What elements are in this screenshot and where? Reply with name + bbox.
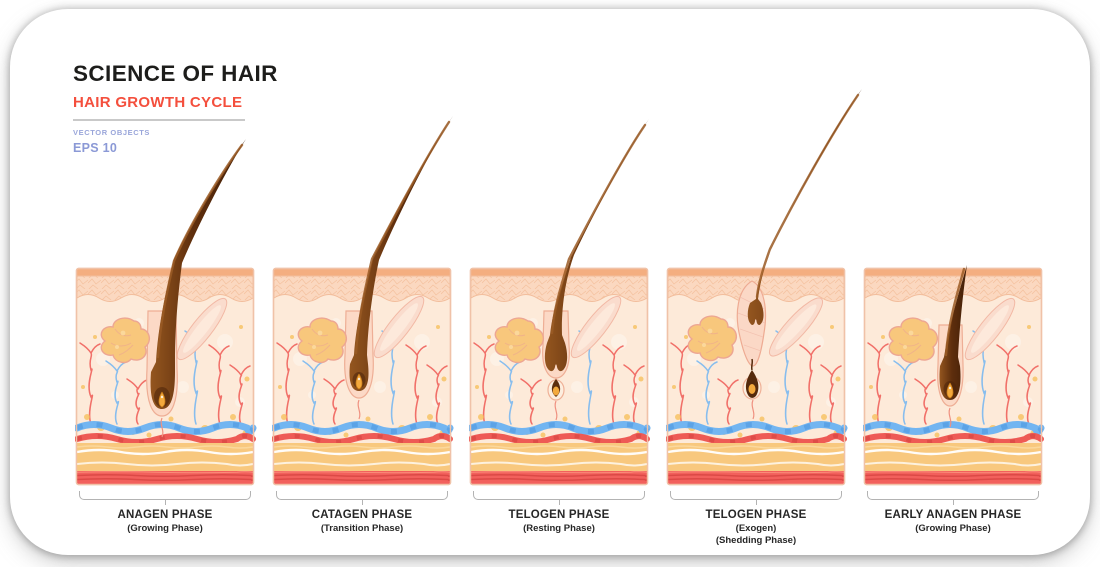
phase-subtitle: (Growing Phase) [915, 523, 991, 534]
skin-illustration [666, 89, 862, 487]
phase-panels-row: ANAGEN PHASE (Growing Phase) CATAGEN PHA… [75, 89, 1045, 546]
phase-subtitle: (Resting Phase) [523, 523, 595, 534]
illustration-card: SCIENCE OF HAIR HAIR GROWTH CYCLE VECTOR… [10, 9, 1090, 555]
phase-subtitle: (Growing Phase) [127, 523, 203, 534]
byline-eps: EPS 10 [73, 141, 118, 155]
panel-bracket [473, 491, 645, 505]
phase-panel-telogen: TELOGEN PHASE (Resting Phase) [469, 119, 651, 546]
phase-label: EARLY ANAGEN PHASE (Growing Phase) [863, 509, 1043, 534]
phase-label: TELOGEN PHASE (Exogen) (Shedding Phase) [666, 509, 846, 546]
phase-subtitle: (Transition Phase) [320, 523, 404, 534]
phase-panel-exogen: TELOGEN PHASE (Exogen) (Shedding Phase) [666, 89, 862, 546]
phase-name: ANAGEN PHASE [117, 509, 213, 521]
phase-label: CATAGEN PHASE (Transition Phase) [272, 509, 452, 534]
phase-panel-early-anagen: EARLY ANAGEN PHASE (Growing Phase) [863, 265, 1045, 546]
phase-panel-catagen: CATAGEN PHASE (Transition Phase) [272, 116, 454, 546]
panel-bracket [276, 491, 448, 505]
panel-bracket [670, 491, 842, 505]
phase-name: CATAGEN PHASE [311, 509, 413, 521]
page-subtitle: HAIR GROWTH CYCLE [73, 94, 243, 111]
skin-illustration [75, 139, 257, 487]
panel-bracket [867, 491, 1039, 505]
skin-illustration [272, 116, 454, 487]
phase-subtitle: (Exogen) [735, 523, 777, 534]
skin-cross-section-graphic [863, 265, 1045, 486]
phase-label: TELOGEN PHASE (Resting Phase) [469, 509, 649, 534]
header-divider [73, 119, 245, 121]
skin-illustration [469, 119, 651, 487]
phase-name: TELOGEN PHASE [705, 509, 807, 521]
phase-panel-anagen: ANAGEN PHASE (Growing Phase) [75, 139, 257, 546]
phase-name: EARLY ANAGEN PHASE [884, 509, 1022, 521]
phase-name: TELOGEN PHASE [508, 509, 610, 521]
phase-subtitle-2: (Shedding Phase) [715, 535, 797, 546]
header: SCIENCE OF HAIR HAIR GROWTH CYCLE VECTOR… [73, 61, 278, 155]
skin-illustration [863, 265, 1045, 487]
panel-bracket [79, 491, 251, 505]
byline-vector-objects: VECTOR OBJECTS [73, 128, 151, 137]
page-title: SCIENCE OF HAIR [73, 61, 278, 86]
phase-label: ANAGEN PHASE (Growing Phase) [75, 509, 255, 534]
